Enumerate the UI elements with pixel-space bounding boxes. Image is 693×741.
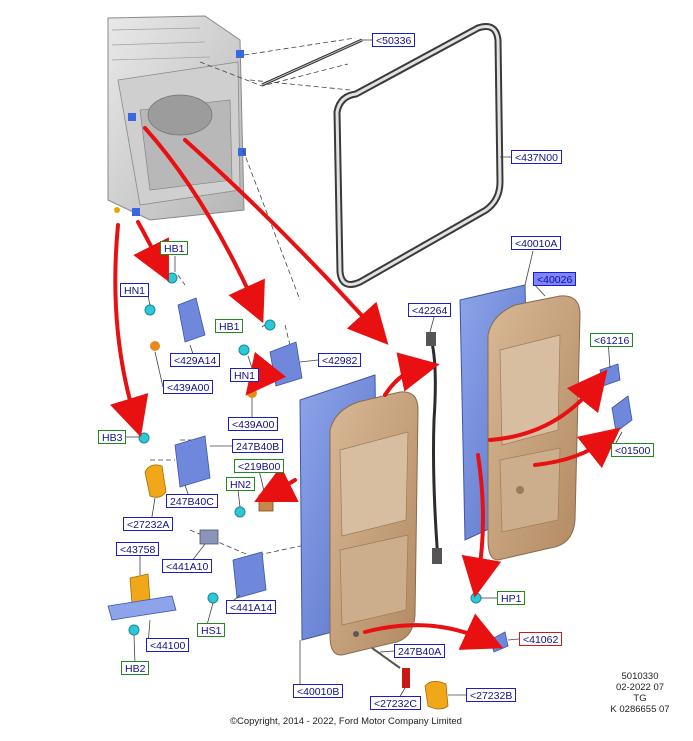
copyright-notice: ©Copyright, 2014 - 2022, Ford Motor Comp…: [230, 716, 462, 727]
top-strip-50336: [261, 38, 363, 87]
small-parts: [107, 272, 633, 710]
check-strap-42264: [426, 332, 442, 564]
callout-247B40A: 247B40A: [394, 644, 446, 658]
callout-27232B: <27232B: [466, 688, 517, 702]
callout-441A14: <441A14: [226, 600, 277, 614]
callout-40010A: <40010A: [511, 236, 562, 250]
meta-date: 02-2022 07: [615, 682, 665, 693]
meta-ref: K 0286655 07: [610, 704, 670, 715]
callout-HN1-upper: HN1: [120, 283, 150, 297]
callout-247B40C: 247B40C: [166, 494, 218, 508]
callout-43758: <43758: [116, 542, 160, 556]
callout-40010B: <40010B: [293, 684, 344, 698]
callout-439A00-lower: <439A00: [228, 417, 279, 431]
callout-HB3: HB3: [98, 430, 127, 444]
meta-block: 5010330 02-2022 07 TG K 0286655 07: [600, 671, 680, 715]
callout-27232A: <27232A: [123, 517, 174, 531]
callout-HB1-lower: HB1: [215, 319, 244, 333]
door-seal-437N00: [333, 23, 504, 288]
callout-429A14: <429A14: [170, 353, 221, 367]
callout-HN2: HN2: [226, 477, 256, 491]
callout-439A00-upper: <439A00: [163, 380, 214, 394]
red-arrows: [110, 126, 621, 650]
callout-01500: <01500: [611, 443, 655, 457]
callout-50336: <50336: [372, 33, 416, 47]
callout-HP1: HP1: [497, 591, 526, 605]
callout-HB1-upper: HB1: [160, 241, 189, 255]
callout-HB2: HB2: [121, 661, 150, 675]
meta-tg: TG: [633, 693, 647, 704]
callout-41062: <41062: [519, 632, 563, 646]
callout-441A10: <441A10: [162, 559, 213, 573]
callout-42264: <42264: [408, 303, 452, 317]
callout-61216: <61216: [590, 333, 634, 347]
callout-42982: <42982: [318, 353, 362, 367]
callout-HN1-lower: HN1: [230, 368, 260, 382]
callout-437N00: <437N00: [511, 150, 562, 164]
callout-219B00: <219B00: [234, 459, 285, 473]
callout-27232C: <27232C: [370, 696, 421, 710]
left-door-assembly: [299, 374, 419, 656]
callout-247B40B: 247B40B: [232, 439, 284, 453]
callout-44100: <44100: [146, 638, 190, 652]
callout-40026: <40026: [533, 272, 577, 286]
right-door-assembly: [459, 284, 581, 561]
meta-code: 5010330: [621, 671, 659, 682]
van-rear-body: [107, 15, 246, 221]
callout-HS1: HS1: [197, 623, 226, 637]
